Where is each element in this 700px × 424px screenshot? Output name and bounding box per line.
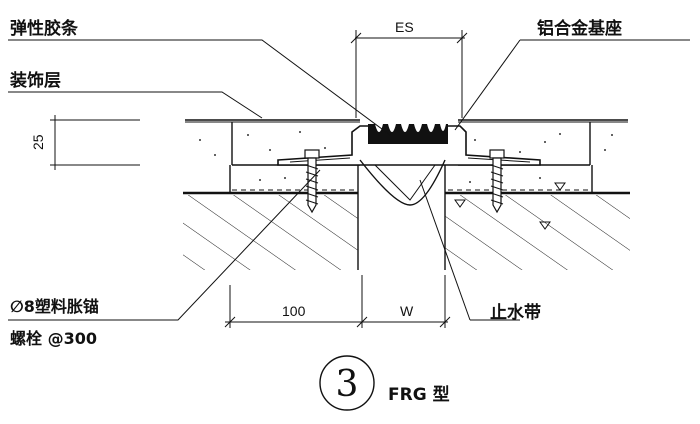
label-anchor-bolt-line1: ∅8塑料胀锚 [10,297,99,316]
dimension-w-label: W [400,303,414,319]
anchor-bolt-left [304,149,320,214]
dimension-es-label: ES [395,19,414,35]
dimension-thickness-label: 25 [30,134,46,150]
title-circle [319,355,375,411]
dimension-bottom: 100 W [224,275,451,328]
title-number: 3 [336,364,359,405]
label-anchor-bolt-line2: 螺栓 @300 [10,329,97,348]
waterstop [359,159,446,206]
label-elastic-strip: 弹性胶条 [10,18,79,39]
finish-layer [185,119,628,166]
label-finish-layer: 装饰层 [9,70,61,91]
figure-title: 3 FRG 型 [319,355,450,411]
label-aluminum-base: 铝合金基座 [537,18,622,39]
concrete-substrate [183,160,630,270]
dimension-100-label: 100 [282,303,306,319]
label-waterstop: 止水带 [490,302,541,323]
title-type: FRG 型 [388,384,450,405]
dimension-es: ES [350,19,468,118]
elastic-strip [368,124,448,144]
anchor-bolt-right [489,149,505,214]
leader-lines [8,39,690,321]
dimension-thickness: 25 [30,115,140,170]
